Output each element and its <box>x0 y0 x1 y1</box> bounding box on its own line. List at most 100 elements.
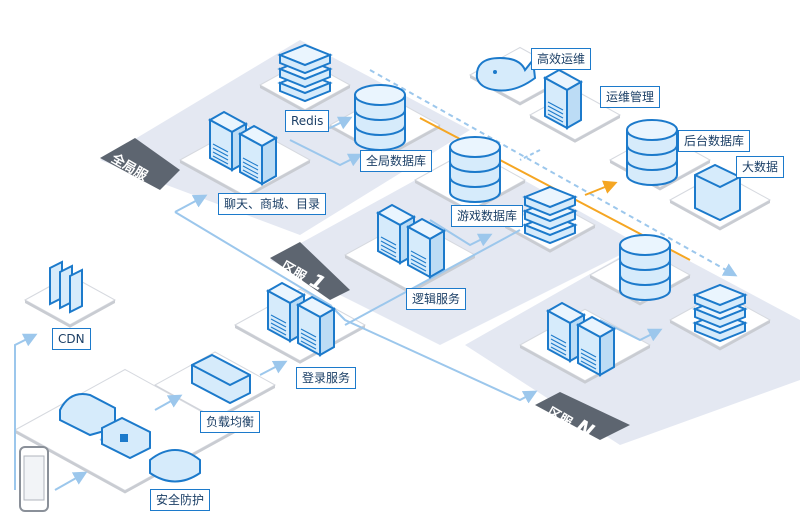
server-icon <box>575 315 617 377</box>
load-balancer-icon <box>191 353 251 405</box>
server-icon <box>542 68 584 130</box>
server-vent <box>410 262 427 272</box>
label-big-data: 大数据 <box>736 156 785 178</box>
server-icon <box>207 110 249 172</box>
stack-layer-side <box>279 67 331 89</box>
server-vent <box>580 360 597 370</box>
server-vent <box>212 155 229 165</box>
db-top <box>619 234 671 256</box>
db-ring <box>626 159 678 171</box>
label-global-db: 全局数据库 <box>360 150 433 172</box>
db-body <box>449 147 501 203</box>
server-side <box>566 80 582 130</box>
server-vent <box>547 113 564 123</box>
label-ops-manage: 运维管理 <box>600 86 661 108</box>
server-side <box>599 327 615 377</box>
server-vent <box>410 254 427 264</box>
server-vent <box>547 105 564 115</box>
lb-edge <box>191 364 251 387</box>
server-icon <box>405 217 447 279</box>
db-body <box>626 130 678 186</box>
db-top <box>449 136 501 158</box>
server-vent <box>242 157 259 167</box>
link-lb-to-login <box>259 360 288 376</box>
stack-layer-side <box>279 81 331 103</box>
server-vent <box>410 258 427 268</box>
db-body <box>354 95 406 151</box>
stack-layer-side <box>279 53 331 75</box>
server-vent <box>580 352 597 362</box>
phone-screen <box>23 455 45 501</box>
stack-layer-side <box>524 223 576 245</box>
server-vent <box>550 342 567 352</box>
cdn-icon <box>49 260 83 314</box>
db-ring <box>449 161 501 173</box>
label-ops-efficient: 高效运维 <box>531 48 592 70</box>
link-chat-to-globaldb <box>289 139 363 167</box>
database-icon <box>449 136 501 203</box>
database-icon <box>619 234 671 301</box>
server-vent <box>550 338 567 348</box>
server-icon <box>237 124 279 186</box>
server-side <box>429 229 445 279</box>
server-vent <box>242 161 259 171</box>
zone-tag-shape <box>535 392 630 440</box>
big-data-shape <box>694 163 741 222</box>
db-top <box>626 119 678 141</box>
server-vent <box>270 326 287 336</box>
server-side <box>261 136 277 186</box>
stack-layer-side <box>694 321 746 343</box>
server-vent <box>300 340 317 350</box>
zone-tag-shape <box>100 138 180 190</box>
server-vent <box>270 318 287 328</box>
label-load-balance: 负载均衡 <box>200 411 261 433</box>
cache-stack-icon <box>692 283 748 343</box>
link-dashed-ops <box>369 69 738 277</box>
link-mobile-to-cdn <box>14 333 38 490</box>
link-mobile-to-security <box>54 471 88 491</box>
lb-body <box>191 353 251 405</box>
label-cdn: CDN <box>52 328 91 350</box>
server-vent <box>380 244 397 254</box>
server-vent <box>242 169 259 179</box>
server-vent <box>547 109 564 119</box>
server-vent <box>580 348 597 358</box>
db-ring <box>354 124 406 136</box>
stack-layer-side <box>694 293 746 315</box>
link-security-2 <box>154 394 183 411</box>
server-vent <box>547 101 564 111</box>
db-top <box>354 84 406 106</box>
db-ring <box>354 109 406 121</box>
stack-layer-side <box>524 209 576 231</box>
server-vent <box>212 147 229 157</box>
server-vent <box>380 248 397 258</box>
zone-tag-shape <box>270 242 350 300</box>
server-vent <box>270 314 287 324</box>
cache-stack-icon <box>277 43 333 103</box>
server-vent <box>300 328 317 338</box>
link-regionN-to-cache <box>599 319 663 342</box>
cache-stack-icon <box>522 185 578 245</box>
cdn-panel <box>69 268 83 314</box>
db-ring <box>626 144 678 156</box>
whale-eye <box>493 70 497 74</box>
server-side <box>319 307 335 357</box>
label-game-db: 游戏数据库 <box>451 205 524 227</box>
db-body <box>619 245 671 301</box>
label-logic-service: 逻辑服务 <box>406 288 467 310</box>
label-login-service: 登录服务 <box>296 367 357 389</box>
shield-icon <box>149 449 201 483</box>
mobile-phone-icon <box>19 446 49 512</box>
server-vent <box>550 346 567 356</box>
link-orange-arrow <box>584 180 618 196</box>
server-vent <box>580 356 597 366</box>
shield-body <box>149 449 201 483</box>
link-ops-dashed <box>519 149 541 161</box>
label-chat-shop-catalog: 聊天、商城、目录 <box>218 193 327 215</box>
server-vent <box>300 336 317 346</box>
server-vent <box>410 250 427 260</box>
server-vent <box>242 165 259 175</box>
server-vent <box>380 240 397 250</box>
label-backend-db: 后台数据库 <box>678 130 751 152</box>
